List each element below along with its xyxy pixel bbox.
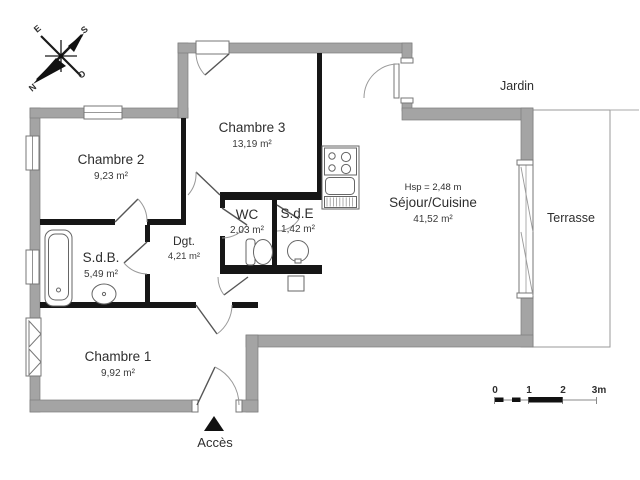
access-arrow-icon (204, 416, 224, 431)
room-area-wc: 2,03 m² (230, 225, 265, 236)
door-icon (187, 171, 221, 196)
jardin-label: Jardin (500, 79, 534, 93)
wall-segment (220, 265, 322, 274)
door-icon (123, 241, 148, 275)
scale-dash (528, 397, 563, 403)
wall-segment (181, 118, 186, 222)
wall-segment (245, 334, 534, 348)
compass-label-o: O (76, 68, 88, 80)
scale-label-3m: 3m (592, 385, 607, 396)
terrasse-label: Terrasse (547, 211, 595, 225)
wall-segment (232, 302, 258, 308)
window-icon (25, 249, 40, 285)
room-label-sejour: Séjour/Cuisine (389, 195, 477, 210)
wall-segment (220, 192, 322, 200)
wall-segment (220, 236, 225, 265)
scale-label-2: 2 (560, 385, 566, 396)
toilet-icon (245, 238, 273, 266)
compass-label-n: N (27, 82, 38, 94)
bathroom-sink-icon (91, 283, 117, 305)
room-area-dgt: 4,21 m² (168, 251, 200, 262)
wall-segment (40, 302, 196, 308)
drainer-hatch (326, 197, 354, 207)
room-label-sde: S.d.E (280, 206, 313, 221)
wall-segment (317, 53, 322, 192)
room-area-chambre1: 9,92 m² (101, 368, 136, 379)
door-icon (195, 304, 233, 335)
wall-segment (147, 219, 186, 225)
room-area-sde: 1,42 m² (281, 224, 316, 235)
door-icon (217, 276, 249, 296)
room-area-sdb: 5,49 m² (84, 269, 119, 280)
compass-center (58, 53, 64, 59)
wall-segment (40, 219, 115, 225)
room-labels: Chambre 3 13,19 m² Chambre 2 9,23 m² WC … (78, 120, 477, 379)
door-icon (114, 198, 148, 223)
ceiling-height-note: Hsp = 2,48 m (405, 182, 462, 193)
compass-icon: N E S O (27, 23, 90, 94)
room-area-chambre3: 13,19 m² (232, 139, 272, 150)
wall-segment (272, 200, 277, 265)
compass-label-s: S (79, 24, 90, 36)
wall-segment (145, 274, 150, 308)
scale-bar: 0 1 2 3m (492, 385, 606, 404)
door-icon (276, 204, 300, 232)
window-icon (195, 40, 230, 76)
room-area-chambre2: 9,23 m² (94, 171, 129, 182)
doors (114, 57, 534, 413)
access-label: Accès (197, 435, 233, 450)
scale-dash (512, 397, 521, 402)
room-label-wc: WC (236, 207, 259, 222)
sliding-bay-icon (516, 159, 534, 299)
room-label-dgt: Dgt. (173, 234, 195, 248)
compass-south-needle (68, 33, 84, 52)
interior-walls (40, 53, 322, 308)
wall-segment (145, 225, 150, 242)
wall-segment (220, 200, 225, 208)
bathtub-icon (44, 229, 73, 307)
room-label-chambre2: Chambre 2 (78, 152, 145, 167)
door-icon (221, 207, 248, 239)
water-heater-icon (287, 275, 305, 292)
shower-sink-icon (287, 240, 309, 264)
fixtures (44, 145, 360, 307)
window-icon (83, 105, 123, 120)
wall-segment (29, 399, 197, 413)
scale-dash (495, 397, 504, 402)
wall-segment (401, 107, 534, 121)
room-label-sdb: S.d.B. (83, 250, 120, 265)
windows (25, 40, 230, 377)
compass-north-needle (33, 58, 66, 84)
wall-segment (520, 107, 534, 164)
wall-segment (177, 42, 189, 119)
casement-window-icon (25, 317, 42, 377)
room-label-chambre1: Chambre 1 (85, 349, 152, 364)
window-icon (25, 135, 40, 171)
scale-label-1: 1 (526, 385, 532, 396)
door-icon (363, 57, 414, 104)
compass-label-e: E (32, 23, 43, 35)
room-label-chambre3: Chambre 3 (219, 120, 286, 135)
terrasse-outline (532, 109, 611, 348)
scale-label-0: 0 (492, 385, 498, 396)
room-area-sejour: 41,52 m² (413, 214, 453, 225)
kitchen-unit-icon (321, 145, 360, 210)
entrance-door-icon (191, 366, 243, 413)
